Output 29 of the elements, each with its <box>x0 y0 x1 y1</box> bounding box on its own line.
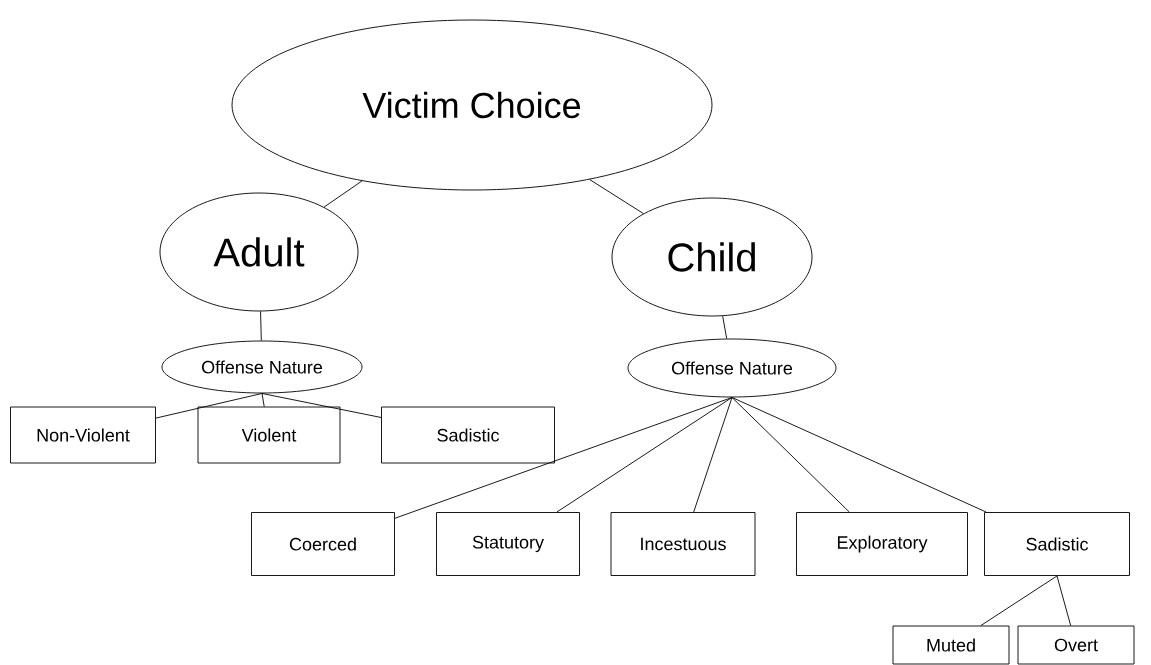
connector-line <box>155 393 263 419</box>
category-box: Sadistic <box>381 406 555 464</box>
connector-line <box>261 393 265 407</box>
connector-line <box>731 397 987 513</box>
category-box: Muted <box>892 625 1010 665</box>
connector-line <box>323 180 363 208</box>
category-box: Sadistic <box>984 512 1130 576</box>
category-box: Overt <box>1017 625 1135 665</box>
category-box: Statutory <box>436 512 580 576</box>
connector-line <box>394 397 733 519</box>
connector-line <box>980 575 1058 626</box>
category-box: Incestuous <box>610 512 756 576</box>
ellipse-node: Offense Nature <box>627 338 837 398</box>
connector-line <box>1056 575 1072 626</box>
category-box: Coerced <box>251 512 395 576</box>
connector-line <box>556 397 733 513</box>
category-box: Exploratory <box>796 512 968 576</box>
category-box: Non-Violent <box>10 406 156 464</box>
ellipse-node: Offense Nature <box>161 340 363 394</box>
connector-line <box>731 397 850 513</box>
connector-line <box>260 311 262 341</box>
connector-line <box>693 397 733 513</box>
connector-line <box>589 179 644 214</box>
ellipse-node: Child <box>611 197 813 317</box>
connector-line <box>261 393 382 418</box>
category-box: Violent <box>197 406 341 464</box>
ellipse-node: Victim Choice <box>231 19 713 191</box>
ellipse-node: Adult <box>159 192 359 312</box>
connector-line <box>722 315 728 340</box>
